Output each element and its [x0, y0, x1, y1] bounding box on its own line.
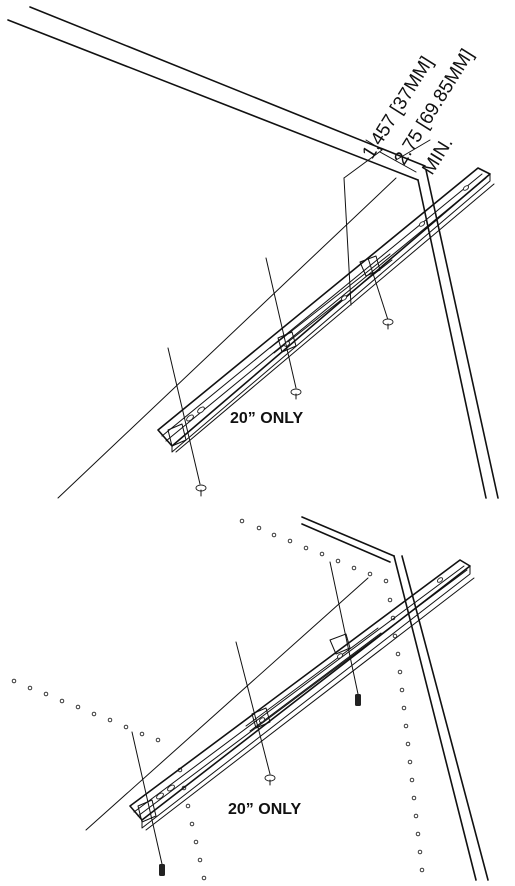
bottom-installation-view: 20” ONLY	[11, 516, 489, 881]
top-installation-view: 1.457 [37MM] 2.75 [69.85MM] MIN. 20” ONL…	[7, 6, 499, 499]
hole-pattern-dots	[11, 518, 425, 881]
screw-icon	[290, 388, 302, 400]
note-20-only-top: 20” ONLY	[230, 410, 304, 427]
cabinet-frame	[85, 516, 489, 881]
screw-icon	[195, 484, 207, 497]
screws-top	[167, 257, 394, 497]
screw-icon	[159, 864, 165, 876]
screws-bottom	[131, 561, 361, 876]
note-20-only-bottom: 20” ONLY	[228, 801, 302, 818]
dimension-lines	[343, 139, 431, 306]
drawer-slide-rail-bottom	[129, 559, 475, 831]
drawer-slide-rail-top	[157, 167, 495, 453]
screw-icon	[264, 774, 276, 786]
screw-icon	[382, 318, 394, 330]
screw-icon	[355, 694, 361, 706]
